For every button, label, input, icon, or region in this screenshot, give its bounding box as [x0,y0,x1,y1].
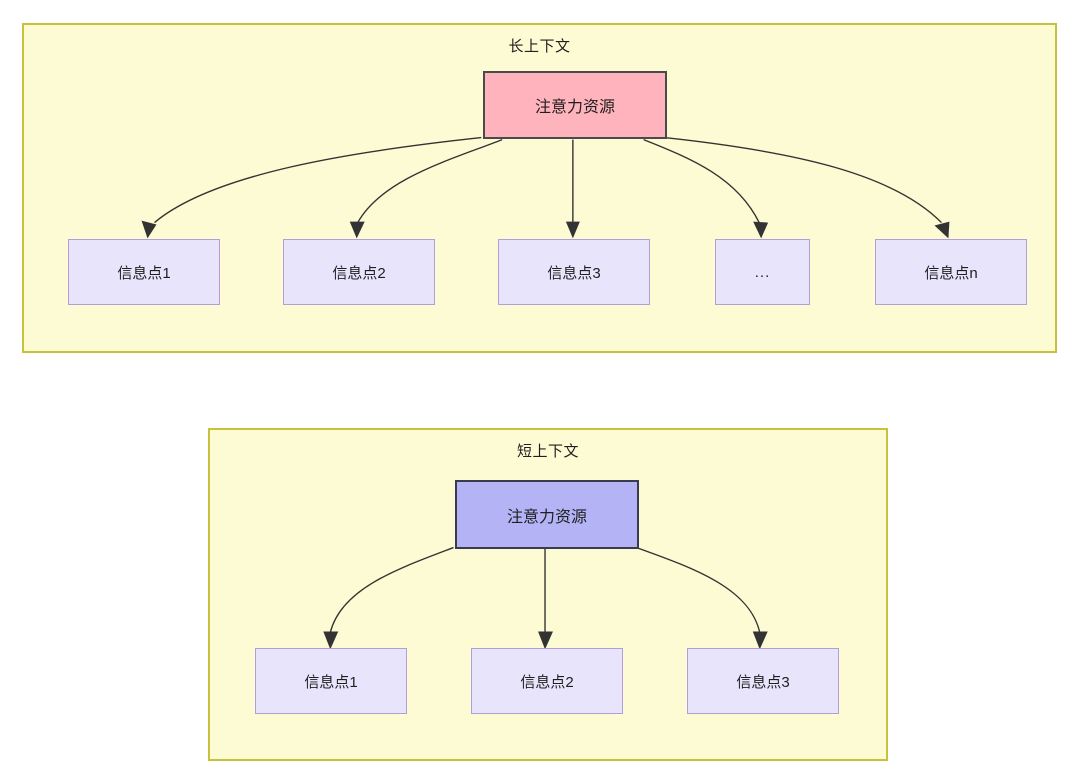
arrowhead-info-n [934,221,950,239]
long-context-info-point-n[interactable]: 信息点n [875,239,1027,305]
arrowhead-info-3 [752,631,768,650]
short-context-attention-resource-label: 注意力资源 [506,508,587,526]
short-context-panel: 短上下文 注意力资源 信息点1 信息点2 信息点3 [208,428,888,761]
arrowhead-info-2 [538,631,553,650]
long-context-info-point-1-label: 信息点1 [117,264,171,282]
short-context-title: 短上下文 [516,443,579,460]
arrowhead-info-1 [323,631,339,650]
long-context-title: 长上下文 [508,38,571,55]
arrowhead-info-1 [141,220,157,239]
long-context-info-point-2[interactable]: 信息点2 [283,239,435,305]
short-context-attention-resource-node[interactable]: 注意力资源 [455,480,639,549]
arrowhead-info-2 [349,221,365,239]
long-context-info-point-ellipsis-label: ... [754,263,771,281]
long-context-panel: 长上下文 注意力资源 信息点1 信息点2 [22,23,1057,353]
edge-root-to-info-2 [357,138,503,223]
edge-root-to-info-1 [329,546,454,633]
edge-root-to-ellipsis [643,138,760,223]
long-context-attention-resource-label: 注意力资源 [534,99,615,116]
long-context-info-point-ellipsis[interactable]: ... [715,239,810,305]
short-context-info-point-2-label: 信息点2 [520,673,574,691]
short-context-info-point-3[interactable]: 信息点3 [687,648,839,714]
short-context-info-point-1[interactable]: 信息点1 [255,648,407,714]
edge-root-to-info-3 [636,546,761,633]
edge-root-to-info-1 [154,136,482,224]
long-context-info-point-n-label: 信息点n [924,264,978,282]
short-context-info-point-2[interactable]: 信息点2 [471,648,623,714]
arrowhead-info-3 [565,221,580,239]
long-context-info-point-3-label: 信息点3 [547,264,601,282]
short-context-info-point-3-label: 信息点3 [736,673,790,691]
long-context-attention-resource-node[interactable]: 注意力资源 [483,71,667,139]
short-context-info-point-1-label: 信息点1 [304,673,358,691]
arrowhead-ellipsis [753,221,769,239]
long-context-info-point-1[interactable]: 信息点1 [68,239,220,305]
edge-root-to-info-n [664,136,942,224]
long-context-info-point-2-label: 信息点2 [332,264,386,282]
long-context-info-point-3[interactable]: 信息点3 [498,239,650,305]
